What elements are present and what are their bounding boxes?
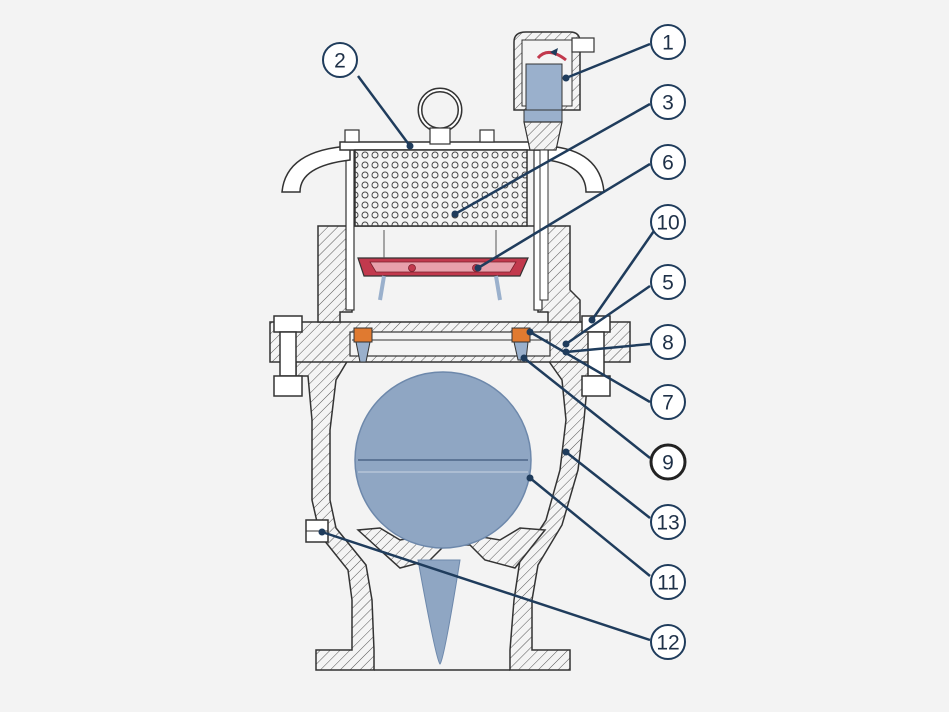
callout-10: 10	[650, 204, 686, 240]
left-nozzle	[355, 341, 371, 363]
callout-8: 8	[650, 324, 686, 360]
leader-11	[529, 477, 651, 577]
callout-6-label: 6	[662, 152, 674, 175]
callout-1-label: 1	[662, 32, 674, 55]
leader-1	[565, 42, 651, 80]
left-bolt-nut-top	[273, 315, 303, 333]
callout-12-label: 12	[656, 632, 679, 655]
leader-3	[454, 102, 651, 216]
leader-lines	[321, 42, 658, 642]
body-left-wall	[295, 359, 375, 671]
perforated-screen	[354, 149, 528, 227]
leader-2	[356, 75, 412, 147]
right-bolt-nut-bottom	[581, 375, 611, 397]
leader-7	[529, 330, 651, 404]
left-bolt-nut-bottom	[273, 375, 303, 397]
callout-3-label: 3	[662, 92, 674, 115]
callout-5: 5	[650, 264, 686, 300]
leader-6	[477, 162, 651, 270]
body-right-wall	[509, 359, 601, 671]
sensor-element	[525, 63, 563, 111]
callout-3: 3	[650, 84, 686, 120]
leader-9	[523, 357, 651, 459]
leader-8	[565, 342, 651, 354]
leader-10	[590, 227, 658, 321]
left-seal	[353, 327, 373, 343]
callout-8-label: 8	[662, 332, 674, 355]
callout-5-label: 5	[662, 272, 674, 295]
callout-13: 13	[650, 504, 686, 540]
left-bolt-shank	[279, 331, 297, 377]
callout-7-label: 7	[662, 392, 674, 415]
callout-7: 7	[650, 384, 686, 420]
leader-12	[321, 530, 651, 642]
sensor-housing	[513, 31, 595, 301]
leader-5	[565, 284, 651, 346]
leader-13	[565, 451, 651, 519]
callout-2: 2	[322, 42, 358, 78]
callout-9-label: 9	[662, 452, 674, 475]
callout-12: 12	[650, 624, 686, 660]
callout-11: 11	[650, 564, 686, 600]
valve-disc	[357, 230, 529, 301]
callout-6: 6	[650, 144, 686, 180]
leader-endpoints	[318, 74, 596, 536]
callout-11-label: 11	[657, 572, 679, 595]
callout-9: 9	[649, 443, 687, 481]
callout-10-label: 10	[656, 212, 679, 235]
callouts: 1 2 3 6 10 5 8 7	[322, 24, 687, 660]
callout-2-label: 2	[334, 50, 346, 73]
callout-13-label: 13	[656, 512, 679, 535]
callout-1: 1	[650, 24, 686, 60]
float-ball	[354, 371, 532, 665]
